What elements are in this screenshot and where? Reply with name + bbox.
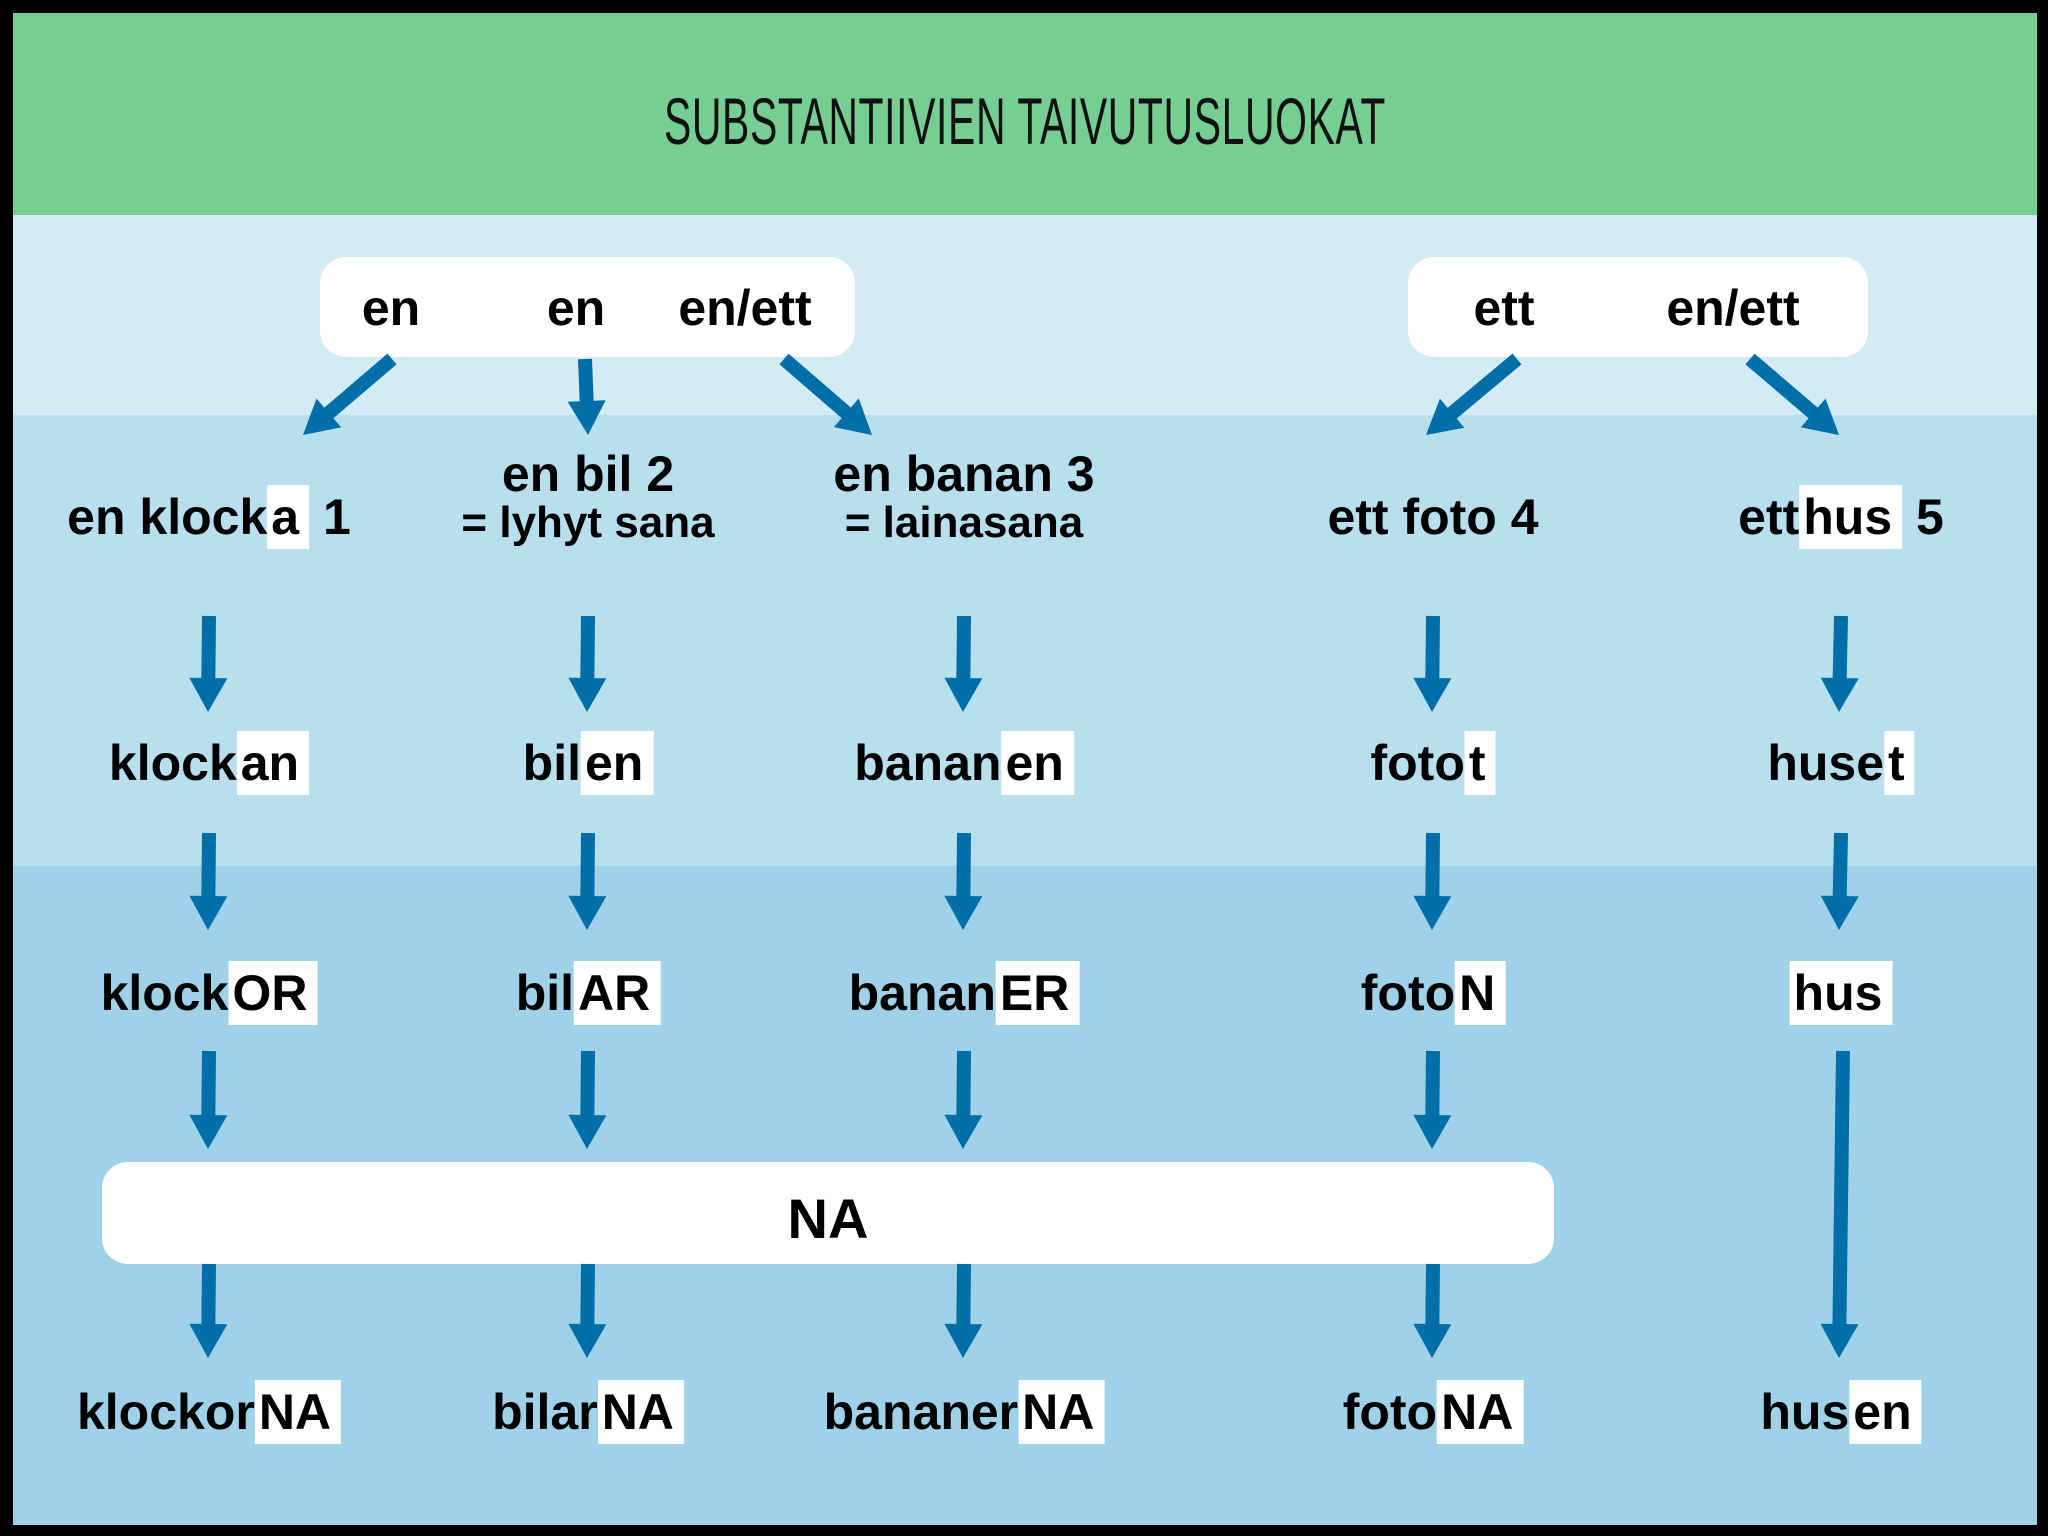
article-label: en/ett [678,280,812,336]
word-stem: ett foto 4 [1327,489,1539,545]
word-stem: en klock [67,489,268,545]
word-stem: hus [1760,1384,1850,1440]
word-stem: bil [522,735,581,791]
na-label: NA [787,1187,869,1250]
word-stem: bilar [492,1384,598,1440]
highlighted-ending: NA [1018,1380,1105,1444]
word-stem: banan [848,965,996,1021]
arrow-icon [303,353,397,435]
word-stem: klock [108,735,237,791]
highlighted-ending: NA [597,1380,684,1444]
arrow-icon [1820,1050,1859,1358]
word-form: bilAR [515,961,661,1025]
word-form: fotot [1370,731,1496,795]
article-box-en: en en en/ett [320,257,855,357]
na-box: NA [102,1162,1554,1264]
arrow-icon [189,615,228,712]
word-form: husen [1760,1380,1922,1444]
word-stem: bananer [823,1384,1019,1440]
highlighted-ending: NA [1437,1380,1524,1444]
arrow-icon [944,1050,983,1149]
arrow-icon [1413,1263,1452,1358]
word-form: huset [1767,731,1915,795]
arrow-icon [568,1263,607,1358]
word-stem: foto [1342,1384,1438,1440]
word-form: hus [1789,961,1893,1025]
word-form: en bil 2= lyhyt sana [461,449,714,545]
arrow-icon [189,832,228,930]
arrow-icon [1820,615,1859,712]
header-banner: SUBSTANTIIVIEN TAIVUTUSLUOKAT [13,13,2037,215]
word-form: bananerNA [823,1380,1105,1444]
arrow-icon [944,615,983,712]
word-stem: huse [1767,735,1885,791]
word-stem: ett [1738,489,1800,545]
arrow-icon [1820,832,1859,930]
highlighted-ending: hus [1789,961,1893,1025]
article-label: en [361,280,421,336]
word-note: = lyhyt sana [461,498,715,547]
article-label: en/ett [1666,280,1800,336]
word-form: bilen [522,731,654,795]
diagram-title: SUBSTANTIIVIEN TAIVUTUSLUOKAT [663,84,1387,158]
arrow-icon [944,832,983,930]
word-form: fotoN [1360,961,1506,1025]
arrow-icon [189,1263,228,1358]
highlighted-ending: hus [1799,485,1903,549]
word-form: bananER [848,961,1080,1025]
word-stem: banan [854,735,1002,791]
word-form: ett foto 4 [1327,492,1538,542]
word-stem: foto [1360,965,1456,1021]
word-stem: klock [100,965,229,1021]
word-form: klockOR [100,961,318,1025]
highlighted-ending: OR [228,961,318,1025]
word-stem: bil [515,965,575,1021]
highlighted-ending: ER [995,961,1080,1025]
arrow-icon [1426,353,1522,435]
arrow-icon [568,615,607,712]
word-form: en klocka 1 [67,485,351,549]
highlighted-ending: en [1849,1380,1922,1444]
arrow-icon [568,1050,607,1149]
word-form: bilarNA [492,1380,684,1444]
word-form: bananen [854,731,1074,795]
word-stem: foto [1370,735,1465,791]
article-label: en [546,280,606,336]
arrow-icon [944,1263,983,1358]
word-stem: 1 [323,489,351,545]
arrow-icon [1413,832,1452,930]
highlighted-ending: en [1001,731,1074,795]
highlighted-ending: an [236,731,310,795]
article-box-ett: ett en/ett [1408,257,1868,357]
word-stem: 5 [1916,489,1944,545]
arrow-icon [1745,353,1839,435]
word-stem: en bil 2 [501,446,675,502]
highlighted-ending: t [1464,731,1496,795]
word-form: en banan 3= lainasana [833,449,1094,545]
word-note: = lainasana [844,498,1084,547]
arrow-icon [567,358,606,435]
word-form: klockorNA [76,1380,342,1444]
highlighted-ending: N [1455,961,1506,1025]
highlighted-ending: en [580,731,654,795]
word-form: etthus 5 [1738,485,1944,549]
arrow-icon [1413,615,1452,712]
word-stem: klockor [76,1384,255,1440]
article-label: ett [1473,280,1535,336]
arrow-icon [189,1050,228,1149]
highlighted-ending: AR [574,961,661,1025]
word-form: fotoNA [1342,1380,1524,1444]
word-stem: en banan 3 [833,446,1095,502]
arrow-icon [779,353,872,435]
word-form: klockan [108,731,310,795]
highlighted-ending: t [1884,731,1915,795]
highlighted-ending: a [267,485,310,549]
arrow-icon [1413,1050,1452,1149]
arrow-icon [568,832,607,930]
highlighted-ending: NA [254,1380,342,1444]
